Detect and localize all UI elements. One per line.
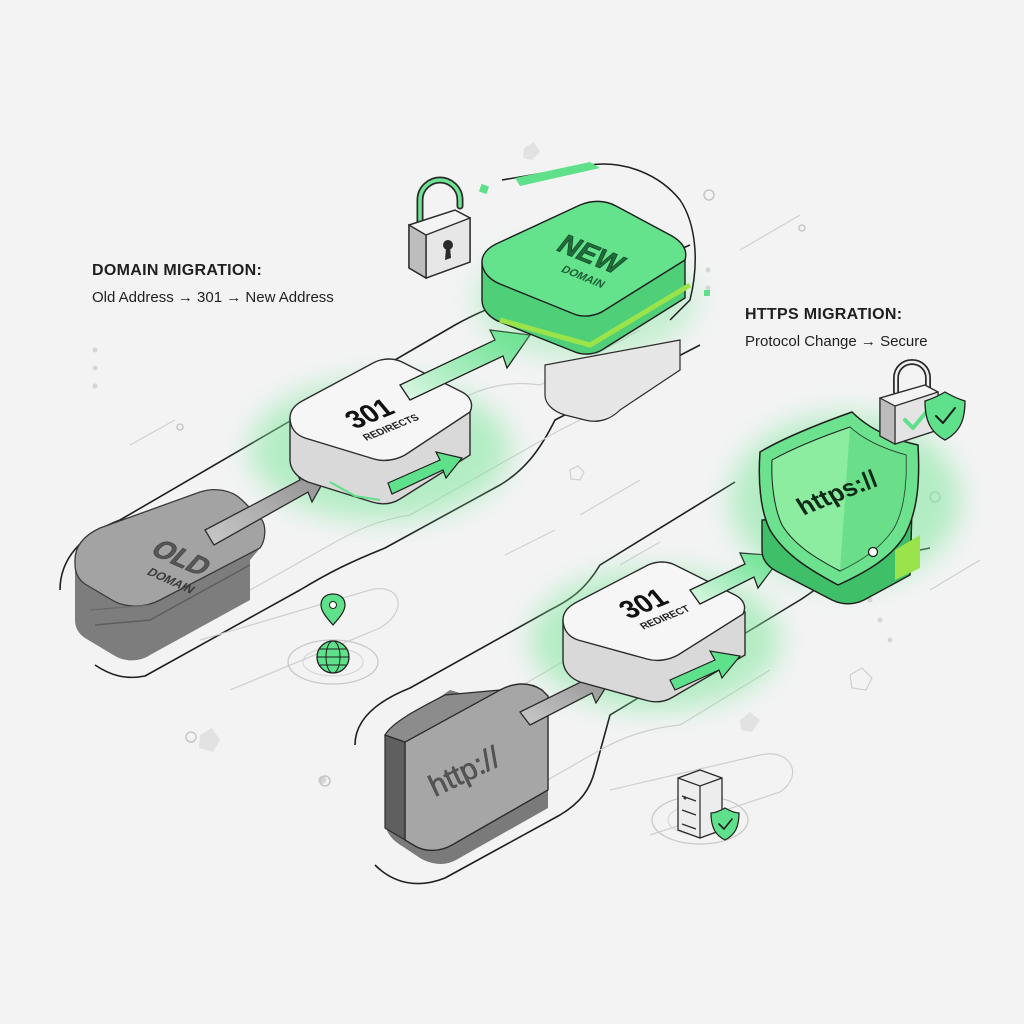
- unlock-padlock-icon: [409, 180, 470, 278]
- new-domain-block: [475, 162, 695, 421]
- map-pin-icon: [321, 594, 345, 625]
- https-migration-subtitle: Protocol Change → Secure: [745, 333, 928, 350]
- server-shield-icon: [711, 808, 739, 840]
- domain-migration-subtitle: Old Address → 301 → New Address: [92, 289, 334, 306]
- globe-icon: [317, 641, 349, 673]
- domain-migration-title: DOMAIN MIGRATION:: [92, 262, 334, 280]
- https-migration-caption: HTTPS MIGRATION: Protocol Change → Secur…: [745, 306, 928, 350]
- location-globe-group: [288, 594, 378, 684]
- https-migration-title: HTTPS MIGRATION:: [745, 306, 928, 324]
- domain-migration-caption: DOMAIN MIGRATION: Old Address → 301 → Ne…: [92, 262, 334, 306]
